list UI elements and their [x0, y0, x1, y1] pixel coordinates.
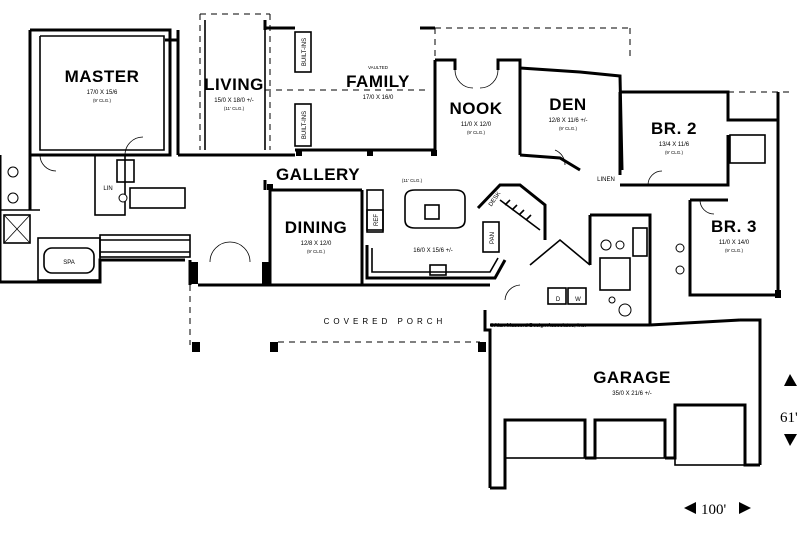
br3-room-dim: 11/0 X 14/0	[719, 240, 750, 246]
dining-room-dim: 12/8 X 12/0	[301, 241, 332, 247]
copyright-notice: ©Alan Mascord Design Associates, Inc.	[490, 322, 587, 329]
vertical-labels: BUILT-INS BUILT-INS REF PAN DESK	[302, 38, 502, 244]
room-labels: MASTER 17/0 X 15/6 (9' CLG.) LIVING 15/0…	[63, 65, 757, 397]
arrow-up-icon	[784, 374, 797, 386]
living-room-clg: (11' CLG.)	[224, 106, 245, 111]
garage	[483, 284, 762, 490]
dining-room-name: DINING	[285, 218, 348, 237]
family-room	[265, 26, 437, 156]
spa-label: SPA	[63, 260, 75, 266]
nook-room-clg: (9' CLG.)	[467, 130, 486, 135]
dryer-label: D	[556, 297, 561, 303]
br2-room-clg: (9' CLG.)	[665, 150, 684, 155]
width-dimension: 100'	[684, 502, 751, 518]
roof-overhang-lines	[189, 13, 790, 345]
br3-room-name: BR. 3	[711, 217, 757, 236]
master-room-name: MASTER	[65, 67, 140, 86]
gallery-name: GALLERY	[276, 165, 360, 184]
nook	[433, 58, 522, 155]
family-room-dim: 17/0 X 16/0	[363, 95, 394, 101]
garage-name: GARAGE	[593, 368, 671, 387]
pan-label: PAN	[490, 232, 496, 244]
front-walls	[188, 241, 490, 352]
width-dimension-label: 100'	[701, 502, 727, 518]
living-room	[176, 20, 267, 157]
kitchen-dim: 16/0 X 15/6 +/-	[413, 248, 453, 254]
living-room-dim: 15/0 X 18/0 +/-	[214, 98, 254, 104]
hall-bath	[529, 213, 685, 325]
dining-room-clg: (9' CLG.)	[307, 249, 326, 254]
family-room-name: FAMILY	[346, 72, 410, 91]
family-vaulted-label: VAULTED	[368, 65, 389, 70]
kitchen-clg: (11' CLG.)	[402, 178, 423, 183]
master-suite	[0, 28, 191, 284]
bedroom-3	[688, 92, 781, 298]
lin-label: LIN	[103, 186, 112, 192]
nook-room-name: NOOK	[450, 99, 503, 118]
nook-room-dim: 11/0 X 12/0	[461, 122, 492, 128]
ref-label: REF	[374, 214, 380, 226]
den-room-name: DEN	[549, 95, 586, 114]
linen-label: LINEN	[597, 177, 615, 183]
living-room-name: LIVING	[204, 75, 264, 94]
br2-room-dim: 13/4 X 11/6	[659, 142, 690, 148]
arrow-down-icon	[784, 434, 797, 446]
kitchen	[365, 183, 547, 280]
master-room-dim: 17/0 X 15/6	[87, 90, 118, 96]
den-room-dim: 12/8 X 11/6 +/-	[548, 118, 587, 124]
arrow-left-icon	[684, 502, 696, 514]
bedroom-2	[618, 90, 780, 187]
master-room-clg: (9' CLG.)	[93, 98, 112, 103]
built-ins-lower-label: BUILT-INS	[302, 111, 308, 139]
br3-room-clg: (9' CLG.)	[725, 248, 744, 253]
depth-dimension-label: 61'	[780, 410, 798, 426]
covered-porch-label: COVERED PORCH	[324, 317, 447, 326]
br2-room-name: BR. 2	[651, 119, 697, 138]
arrow-right-icon	[739, 502, 751, 514]
den-room-clg: (9' CLG.)	[559, 126, 578, 131]
built-ins-upper-label: BUILT-INS	[302, 38, 308, 66]
washer-label: W	[575, 297, 581, 303]
garage-dim: 35/0 X 21/6 +/-	[612, 391, 652, 397]
depth-dimension: 61'	[780, 374, 798, 446]
